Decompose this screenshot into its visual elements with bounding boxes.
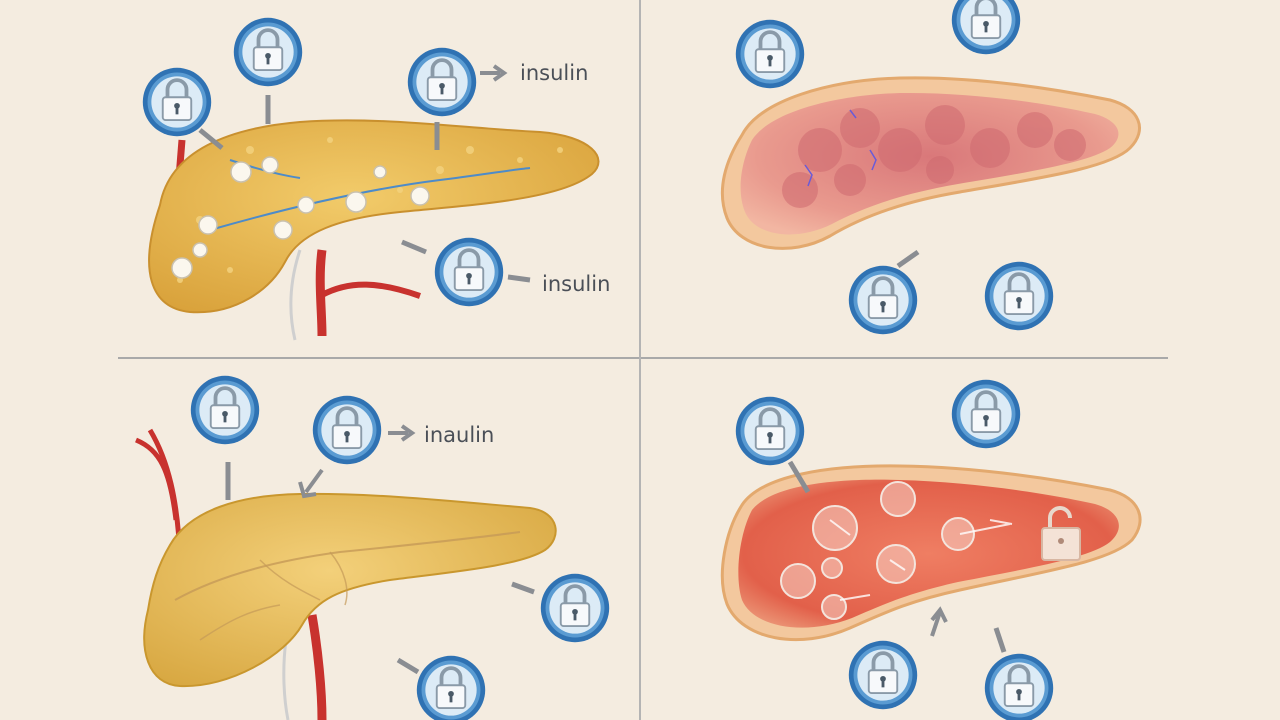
- panel-bottom-left: inaulin: [134, 373, 612, 720]
- lock-icon: [846, 263, 920, 337]
- lock-icon: [982, 651, 1056, 720]
- lock-icon: [733, 17, 807, 91]
- islet-cells: [171, 156, 430, 279]
- insulin-label: insulin: [542, 272, 610, 296]
- lock-icon: [846, 638, 920, 712]
- duct: [282, 639, 290, 720]
- artery: [307, 614, 327, 720]
- lock-icon: [538, 571, 612, 645]
- vessel: [804, 109, 877, 187]
- lock-icon: [733, 394, 807, 468]
- artery: [315, 249, 327, 337]
- vessel: [209, 167, 531, 231]
- pancreas-normal: [143, 492, 557, 688]
- arrow-icon: [401, 239, 427, 255]
- lock-icon: [982, 259, 1056, 333]
- arrow-icon: [396, 657, 420, 675]
- vessel: [199, 551, 348, 641]
- arrow-icon: [511, 581, 535, 595]
- lock-icon: [310, 393, 384, 467]
- arrow-icon: [930, 606, 948, 637]
- lock-icon: [140, 65, 214, 139]
- broken-lock-icon: [1041, 506, 1081, 561]
- arrow-icon: [993, 627, 1007, 653]
- lock-icon: [405, 45, 479, 119]
- lock-icon: [949, 377, 1023, 451]
- artery: [320, 281, 421, 299]
- lock-icon: [188, 373, 262, 447]
- arrow-icon: [507, 274, 531, 283]
- panel-bottom-right: [720, 377, 1142, 720]
- vessel: [174, 531, 521, 601]
- damaged-cells: [780, 481, 975, 620]
- pancreas-healthy: [148, 119, 600, 314]
- arrow-icon: [896, 249, 920, 269]
- insulin-label: insulin: [520, 61, 588, 85]
- cell-fragments: [829, 519, 1013, 601]
- lock-icon: [432, 235, 506, 309]
- arrow-icon: [388, 424, 416, 442]
- duct: [289, 249, 302, 341]
- panel-top-right: [720, 0, 1141, 337]
- arrow-icon: [298, 468, 324, 499]
- insulin-label: inaulin: [424, 423, 494, 447]
- tissue-lobules: [782, 105, 1086, 208]
- lock-icon: [231, 15, 305, 89]
- arrow-icon: [787, 460, 811, 494]
- arrow-icon: [198, 128, 224, 150]
- panel-top-left: insulin insulin: [140, 15, 610, 341]
- arrow-icon: [480, 64, 508, 82]
